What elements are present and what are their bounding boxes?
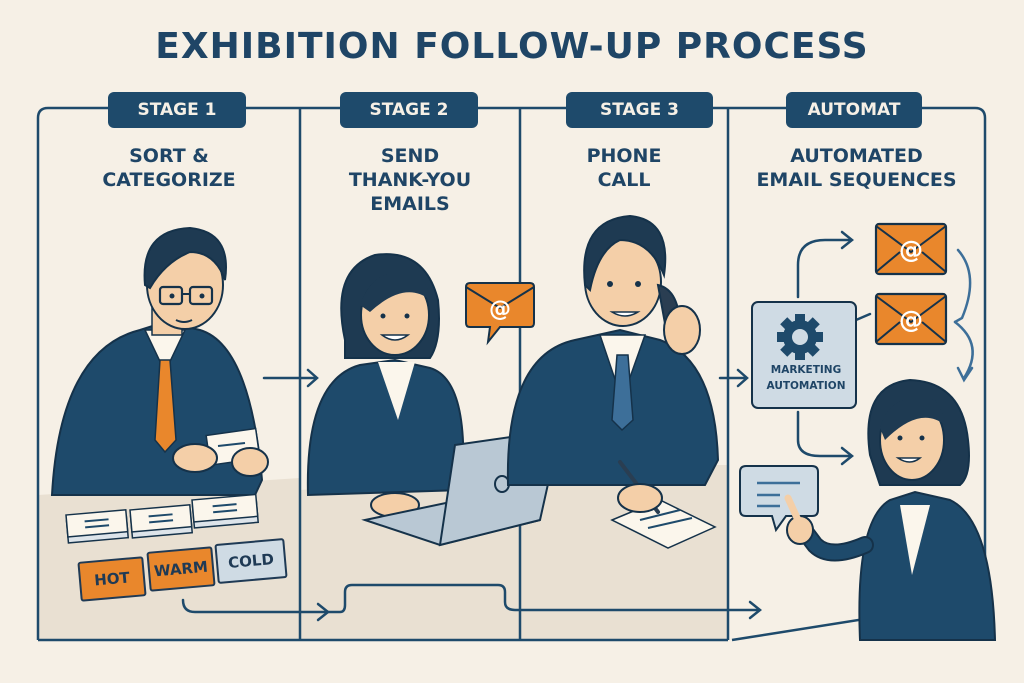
marketing-automation-label: MARKETING AUTOMATION — [758, 362, 854, 394]
card-stack — [65, 508, 130, 544]
stage-4-title-line: AUTOMATED — [790, 145, 923, 167]
frame-lines — [36, 106, 987, 642]
warm-lead-tag: WARM — [146, 546, 216, 592]
gear-icon — [777, 314, 823, 360]
stage-2-title-line: THANK-YOU — [348, 169, 472, 191]
stage-2-badge: STAGE 2 — [340, 92, 478, 128]
flow-arrows — [181, 368, 763, 622]
automation-flow-arrows — [796, 230, 872, 466]
automation-label-line: MARKETING — [770, 364, 842, 376]
email-speech-bubble: @ — [465, 282, 535, 346]
stage-4-badge: AUTOMAT — [786, 92, 922, 128]
email-at-symbol: @ — [489, 297, 511, 322]
stage-4-title-line: EMAIL SEQUENCES — [756, 169, 957, 191]
page-title: EXHIBITION FOLLOW-UP PROCESS — [155, 26, 869, 67]
email-at-symbol: @ — [899, 306, 923, 334]
stage-2-title: SEND THANK-YOU EMAILS — [300, 144, 520, 216]
email-at-symbol: @ — [899, 236, 923, 264]
stage1-man-with-glasses — [50, 226, 269, 496]
automation-box — [751, 301, 857, 409]
stage-1-title-line: CATEGORIZE — [102, 169, 236, 191]
stage-4-title: AUTOMATED EMAIL SEQUENCES — [728, 144, 985, 192]
stage-2-title-line: EMAILS — [370, 193, 450, 215]
stage-1-badge: STAGE 1 — [108, 92, 246, 128]
stage-3-title: PHONE CALL — [520, 144, 728, 192]
stage-1-title: SORT & CATEGORIZE — [38, 144, 300, 192]
hot-lead-tag: HOT — [77, 556, 147, 602]
stage3-man-on-phone — [506, 214, 720, 549]
stage-2-title-line: SEND — [380, 145, 440, 167]
business-card-stacks — [65, 493, 260, 544]
email-sequence-arrows — [953, 248, 974, 383]
card-stack — [191, 493, 260, 529]
stage4-woman-pointing — [784, 378, 997, 641]
cold-lead-tag: COLD — [214, 538, 288, 584]
email-envelope-2: @ — [874, 292, 948, 346]
stage-1-title-line: SORT & — [129, 145, 209, 167]
card-stack — [129, 503, 194, 539]
automation-label-line: AUTOMATION — [766, 380, 846, 392]
stage-3-badge: STAGE 3 — [566, 92, 713, 128]
stage-3-title-line: CALL — [597, 169, 651, 191]
email-envelope-1: @ — [874, 222, 948, 276]
bottom-flow-arrow — [181, 583, 760, 614]
stage-3-title-line: PHONE — [586, 145, 662, 167]
